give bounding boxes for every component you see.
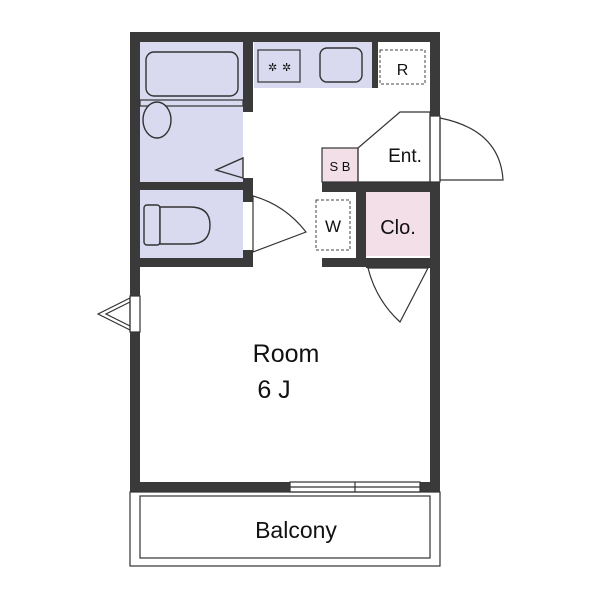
wall-top — [130, 32, 440, 42]
wall-toilet-right-bottom — [243, 250, 253, 267]
balcony-label: Balcony — [255, 517, 337, 543]
side-window-swing[interactable] — [96, 297, 131, 331]
side-window-inner — [104, 301, 131, 327]
side-window-frame — [129, 295, 141, 333]
room-size-label: 6 J — [257, 376, 290, 404]
closet-label: Clo. — [380, 217, 416, 239]
wash-basin — [142, 101, 172, 139]
tub-edge — [139, 99, 244, 107]
fridge-label: R — [397, 62, 409, 79]
stove — [257, 49, 301, 83]
washer-label: W — [325, 217, 341, 236]
wall-toilet-bottom — [130, 258, 253, 267]
wall-bottom-left — [130, 482, 290, 492]
burner-right-icon: ✲ — [282, 62, 291, 74]
entry-door-frame — [429, 115, 441, 183]
wall-right-upper — [430, 32, 440, 116]
wall-bath-right — [243, 42, 253, 112]
wall-left-upper — [130, 32, 140, 296]
wall-fridge-divider — [372, 42, 378, 88]
entry-door-swing[interactable] — [439, 117, 504, 181]
wall-left-lower — [130, 332, 140, 492]
washer-space — [315, 199, 351, 251]
shoe-box — [321, 147, 359, 183]
toilet-tank — [143, 204, 161, 246]
fridge-space — [379, 49, 426, 85]
balcony-outer — [129, 491, 441, 567]
wall-toilet-right-top — [243, 190, 253, 202]
shoe-box-area — [322, 148, 358, 184]
wall-bath-toilet — [130, 182, 253, 190]
shoe-box-label: S B — [330, 159, 351, 174]
closet-floor — [366, 192, 430, 256]
burner-left-icon: ✲ — [268, 62, 277, 74]
room-label: Room — [253, 340, 320, 368]
wall-bottom-right — [420, 482, 440, 492]
closet-door-swing[interactable] — [367, 267, 429, 323]
toilet-bowl — [159, 206, 211, 245]
wall-washer-bottom — [322, 258, 366, 267]
wall-entrance-bottom — [322, 182, 430, 192]
bathtub — [145, 51, 239, 97]
wall-closet-left — [356, 192, 366, 258]
toilet-door-swing — [252, 195, 307, 253]
entrance-label: Ent. — [388, 146, 422, 167]
bath-door-swing — [213, 156, 244, 179]
balcony-inner — [139, 495, 431, 559]
wall-right-lower — [430, 182, 440, 492]
kitchen-sink — [319, 47, 363, 83]
wall-closet-bottom — [366, 258, 430, 268]
